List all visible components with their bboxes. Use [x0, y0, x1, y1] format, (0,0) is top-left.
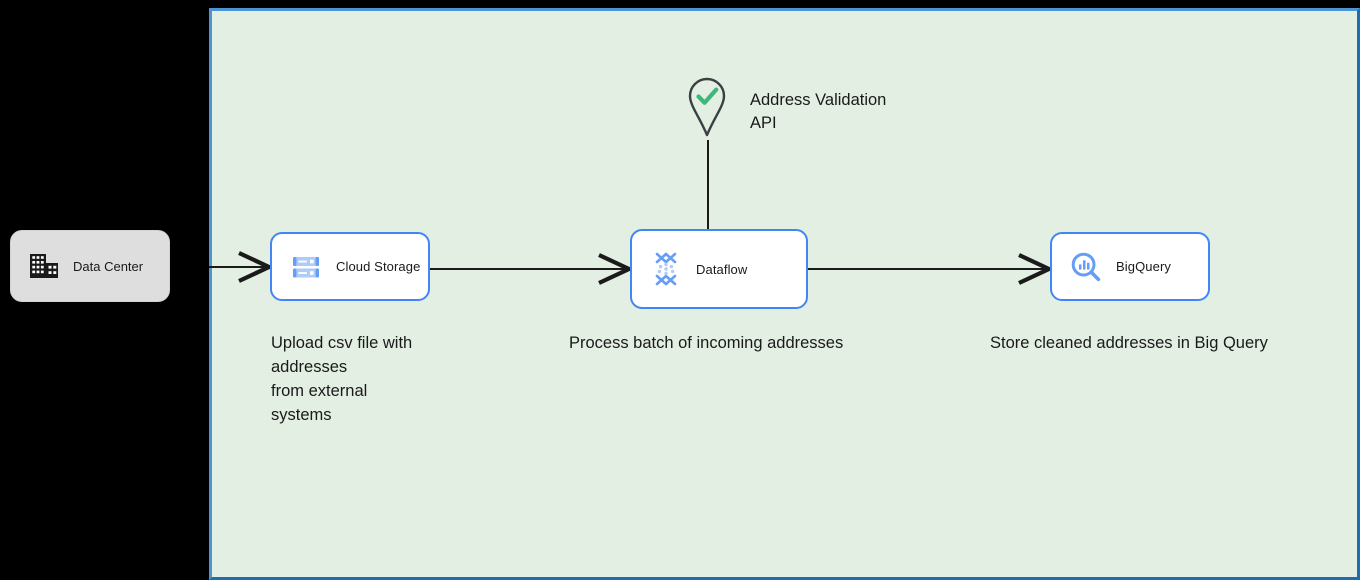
node-datacenter-label: Data Center: [73, 258, 144, 274]
arrowhead-open-v-icon: [598, 253, 634, 285]
caption-bigquery: Store cleaned addresses in Big Query: [990, 334, 1268, 352]
dataflow-icon: [650, 251, 682, 287]
service-address-validation-api-label: Address Validation API: [750, 91, 887, 132]
node-dataflow-label: Dataflow: [696, 261, 748, 277]
cloud-storage-icon: [290, 251, 322, 283]
arrowhead-open-v-icon: [238, 251, 274, 283]
node-datacenter[interactable]: Data Center: [10, 230, 170, 302]
node-cloud-storage-label: Cloud Storage: [336, 259, 421, 274]
node-bigquery[interactable]: BigQuery: [1050, 232, 1210, 301]
node-bigquery-label: BigQuery: [1116, 259, 1171, 274]
bigquery-icon: [1070, 251, 1102, 283]
node-dataflow[interactable]: Dataflow: [630, 229, 808, 309]
service-address-validation-api[interactable]: Address Validation API: [686, 76, 886, 145]
node-cloud-storage[interactable]: Cloud Storage: [270, 232, 430, 301]
arrowhead-open-v-icon: [1018, 253, 1054, 285]
caption-dataflow: Process batch of incoming addresses: [569, 334, 844, 352]
caption-cloud-storage: Upload csv file with addresses from exte…: [271, 334, 413, 424]
map-pin-check-icon: [686, 76, 728, 145]
data-center-building-icon: [29, 252, 59, 280]
